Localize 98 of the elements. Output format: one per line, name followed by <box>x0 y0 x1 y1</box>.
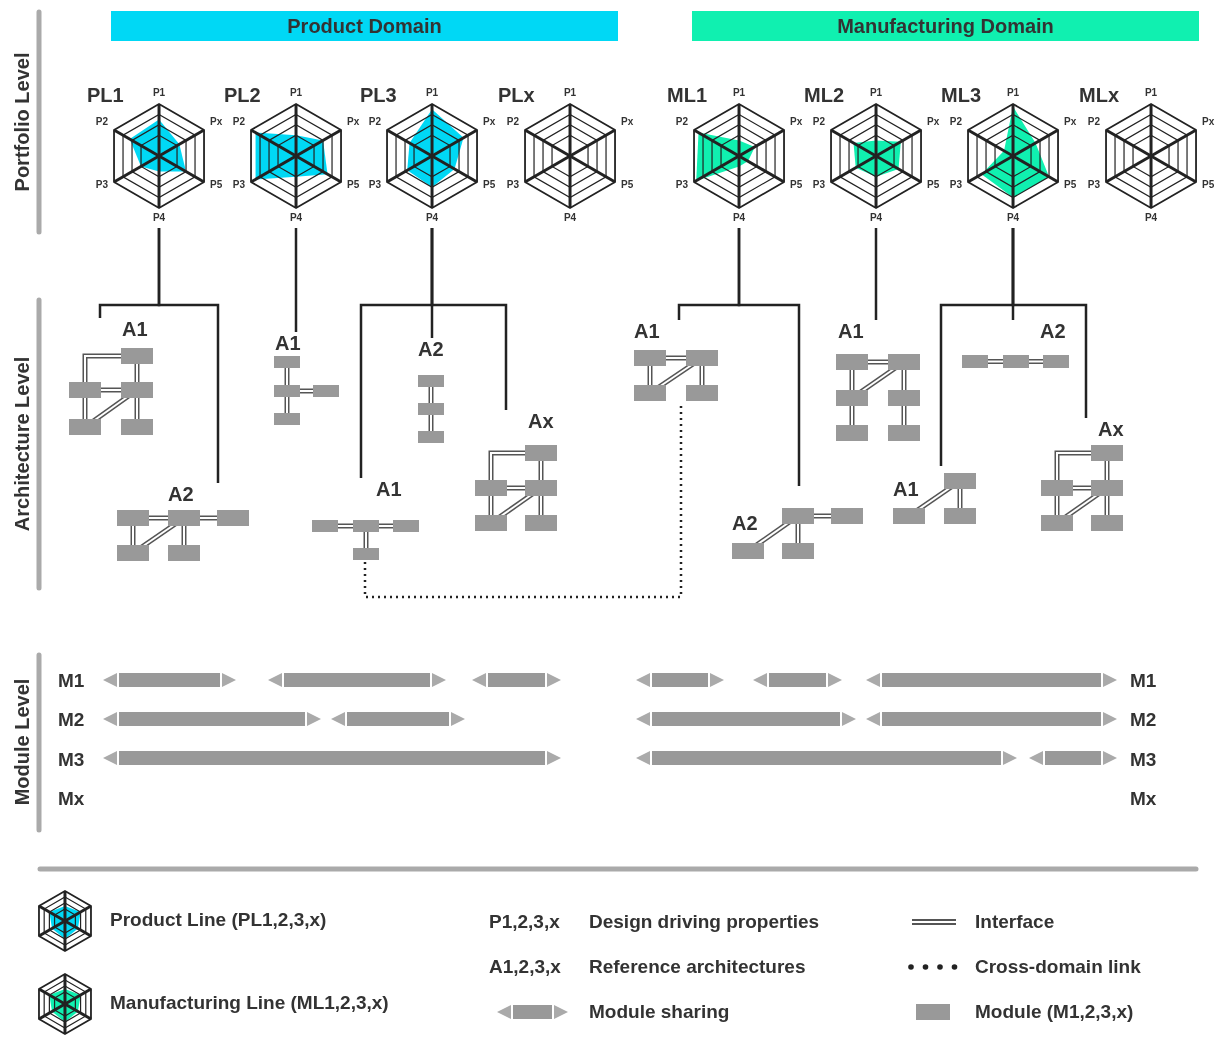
axis-label: P4 <box>152 212 166 224</box>
axis-label: P2 <box>506 116 519 128</box>
axis-label: P5 <box>347 179 360 191</box>
architecture-label: A1 <box>275 332 301 354</box>
row-label: M1 <box>58 670 85 692</box>
architecture-label: A1 <box>376 478 402 500</box>
architecture-label: A1 <box>122 318 148 340</box>
axis-label: P5 <box>210 179 223 191</box>
axis-label: P2 <box>675 116 688 128</box>
architecture-label: A1 <box>893 478 919 500</box>
architecture-label: A2 <box>168 483 194 505</box>
domain-header-band: Product Domain <box>111 11 618 41</box>
row-label: M1 <box>1130 670 1157 692</box>
axis-label: Px <box>790 116 803 128</box>
axis-label: Px <box>1202 116 1215 128</box>
line-title: PLx <box>498 84 535 106</box>
axis-label: P4 <box>869 212 883 224</box>
domain-header-band: Manufacturing Domain <box>692 11 1199 41</box>
axis-label: P1 <box>869 87 883 99</box>
axis-label: P3 <box>368 179 381 191</box>
axis-label: P4 <box>1144 212 1158 224</box>
connector-line <box>874 228 878 320</box>
axis-label: P2 <box>232 116 245 128</box>
axis-label: P1 <box>1006 87 1020 99</box>
line-title: MLx <box>1079 84 1119 106</box>
axis-label: P1 <box>563 87 577 99</box>
legend-label: Module sharing <box>589 1001 730 1023</box>
legend-label: Reference architectures <box>589 956 806 978</box>
axis-label: P3 <box>812 179 825 191</box>
architecture-label: A2 <box>1040 320 1066 342</box>
axis-label: P4 <box>732 212 746 224</box>
legend-key: A1,2,3,x <box>489 956 561 978</box>
line-title: ML1 <box>667 84 707 106</box>
legend-label: Manufacturing Line (ML1,2,3,x) <box>110 992 389 1014</box>
axis-label: P3 <box>506 179 519 191</box>
axis-label: P5 <box>1064 179 1077 191</box>
row-label: M3 <box>1130 749 1157 771</box>
axis-label: P2 <box>812 116 825 128</box>
axis-label: P3 <box>1087 179 1100 191</box>
axis-label: P1 <box>732 87 746 99</box>
axis-label: P5 <box>927 179 940 191</box>
axis-label: P1 <box>289 87 303 99</box>
axis-label: Px <box>927 116 940 128</box>
line-title: ML2 <box>804 84 844 106</box>
axis-label: Px <box>621 116 634 128</box>
axis-label: P5 <box>621 179 634 191</box>
row-label: M2 <box>58 709 85 731</box>
architecture-label: A2 <box>732 512 758 534</box>
axis-label: P1 <box>1144 87 1158 99</box>
axis-label: P4 <box>289 212 303 224</box>
axis-label: P1 <box>152 87 166 99</box>
architecture-label: Ax <box>1098 418 1124 440</box>
axis-label: P4 <box>563 212 577 224</box>
axis-label: Px <box>210 116 223 128</box>
legend-label: Design driving properties <box>589 911 820 933</box>
axis-label: Px <box>347 116 360 128</box>
legend-label: Interface <box>975 911 1055 933</box>
axis-label: P1 <box>425 87 439 99</box>
axis-label: P2 <box>368 116 381 128</box>
axis-label: Px <box>1064 116 1077 128</box>
legend-label: Module (M1,2,3,x) <box>975 1001 1134 1023</box>
architecture-label: A1 <box>634 320 660 342</box>
axis-label: Px <box>483 116 496 128</box>
connector-line <box>737 228 801 486</box>
architecture-label: Ax <box>528 410 554 432</box>
row-label: Mx <box>58 788 85 810</box>
axis-label: P3 <box>675 179 688 191</box>
row-label: M3 <box>58 749 85 771</box>
axis-label: P4 <box>425 212 439 224</box>
level-label: Module Level <box>11 678 33 806</box>
axis-label: P3 <box>232 179 245 191</box>
axis-label: P4 <box>1006 212 1020 224</box>
level-label: Portfolio Level <box>11 52 33 192</box>
row-label: Mx <box>1130 788 1157 810</box>
architecture-label: A2 <box>418 338 444 360</box>
legend-key: P1,2,3,x <box>489 911 560 933</box>
line-title: ML3 <box>941 84 981 106</box>
level-label: Architecture Level <box>11 356 33 532</box>
connector-line <box>157 228 220 483</box>
axis-label: P2 <box>95 116 108 128</box>
axis-label: P5 <box>1202 179 1215 191</box>
axis-label: P3 <box>949 179 962 191</box>
connector-line <box>430 228 508 410</box>
axis-label: P5 <box>790 179 803 191</box>
architecture-label: A1 <box>838 320 864 342</box>
cross-domain-link <box>363 406 683 599</box>
axis-label: P2 <box>1087 116 1100 128</box>
axis-label: P5 <box>483 179 496 191</box>
axis-label: P3 <box>95 179 108 191</box>
row-label: M2 <box>1130 709 1157 731</box>
line-title: PL1 <box>87 84 124 106</box>
line-title: PL3 <box>360 84 397 106</box>
legend-label: Product Line (PL1,2,3,x) <box>110 909 327 931</box>
connector-line <box>1011 228 1088 418</box>
axis-label: P2 <box>949 116 962 128</box>
legend-label: Cross-domain link <box>975 956 1141 978</box>
connector-line <box>294 228 298 332</box>
line-title: PL2 <box>224 84 261 106</box>
